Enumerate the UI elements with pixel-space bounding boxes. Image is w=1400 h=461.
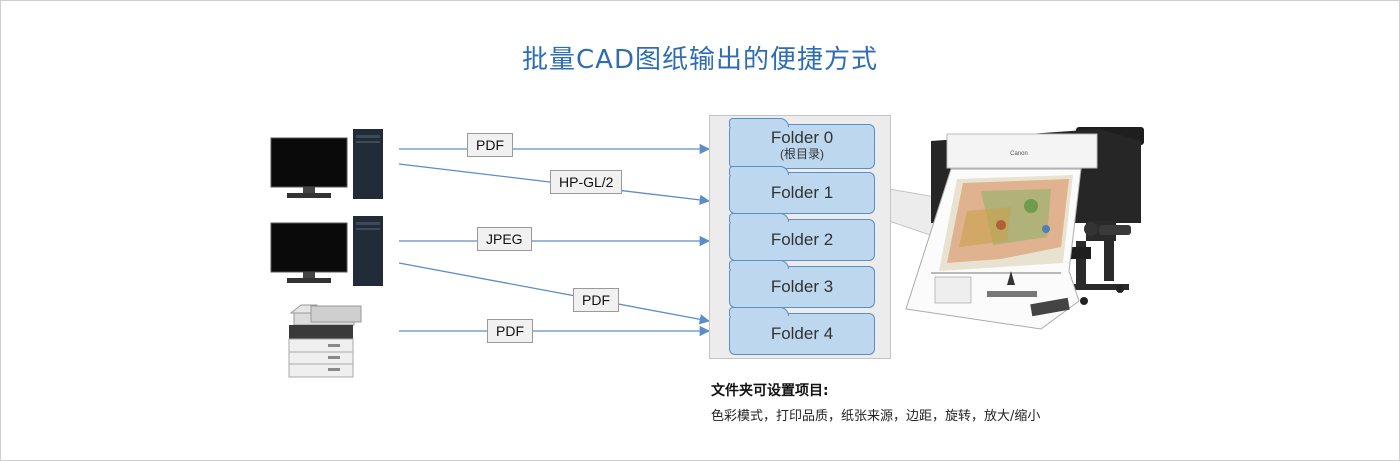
folder-1-label: Folder 1 — [770, 183, 834, 202]
folder-1: Folder 1 — [729, 166, 875, 214]
folder-0: Folder 0 (根目录) — [729, 118, 875, 169]
folder-tab — [729, 166, 789, 175]
hot-folder-panel: Folder 0 (根目录) Folder 1 Folder 2 Folder … — [709, 115, 891, 359]
callout-pointer — [888, 188, 937, 238]
folder-tab — [729, 260, 789, 269]
folder-0-label: Folder 0 — [770, 128, 834, 147]
folder-4-label: Folder 4 — [770, 324, 834, 343]
folder-3: Folder 3 — [729, 260, 875, 308]
workstation-1-icon — [270, 129, 383, 199]
format-label-jpeg: JPEG — [477, 227, 532, 251]
format-label-pdf-3: PDF — [487, 319, 533, 343]
folder-settings-title: 文件夹可设置项目: — [711, 383, 829, 399]
plotted-map-sheet — [905, 168, 1082, 330]
folder-tab — [729, 307, 789, 316]
folder-3-label: Folder 3 — [770, 277, 834, 296]
format-label-hpgl2: HP-GL/2 — [550, 170, 623, 194]
workstation-2-icon — [270, 216, 383, 286]
format-label-pdf-1: PDF — [467, 133, 513, 157]
multifunction-printer-icon — [288, 304, 362, 378]
folder-tab — [729, 118, 789, 127]
folder-2-label: Folder 2 — [770, 230, 834, 249]
folder-0-sublabel: (根目录) — [780, 147, 824, 161]
folder-2: Folder 2 — [729, 213, 875, 261]
folder-settings-list: 色彩模式，打印品质，纸张来源，边距，旋转，放大/缩小 — [711, 409, 1041, 424]
arrow-ws2-folder4 — [398, 262, 711, 325]
format-label-pdf-2: PDF — [573, 288, 619, 312]
printer-brand-label: Canon — [1010, 151, 1028, 157]
diagram-title: 批量CAD图纸输出的便捷方式 — [522, 45, 878, 75]
folder-tab — [729, 213, 789, 222]
folder-4: Folder 4 — [729, 307, 875, 355]
